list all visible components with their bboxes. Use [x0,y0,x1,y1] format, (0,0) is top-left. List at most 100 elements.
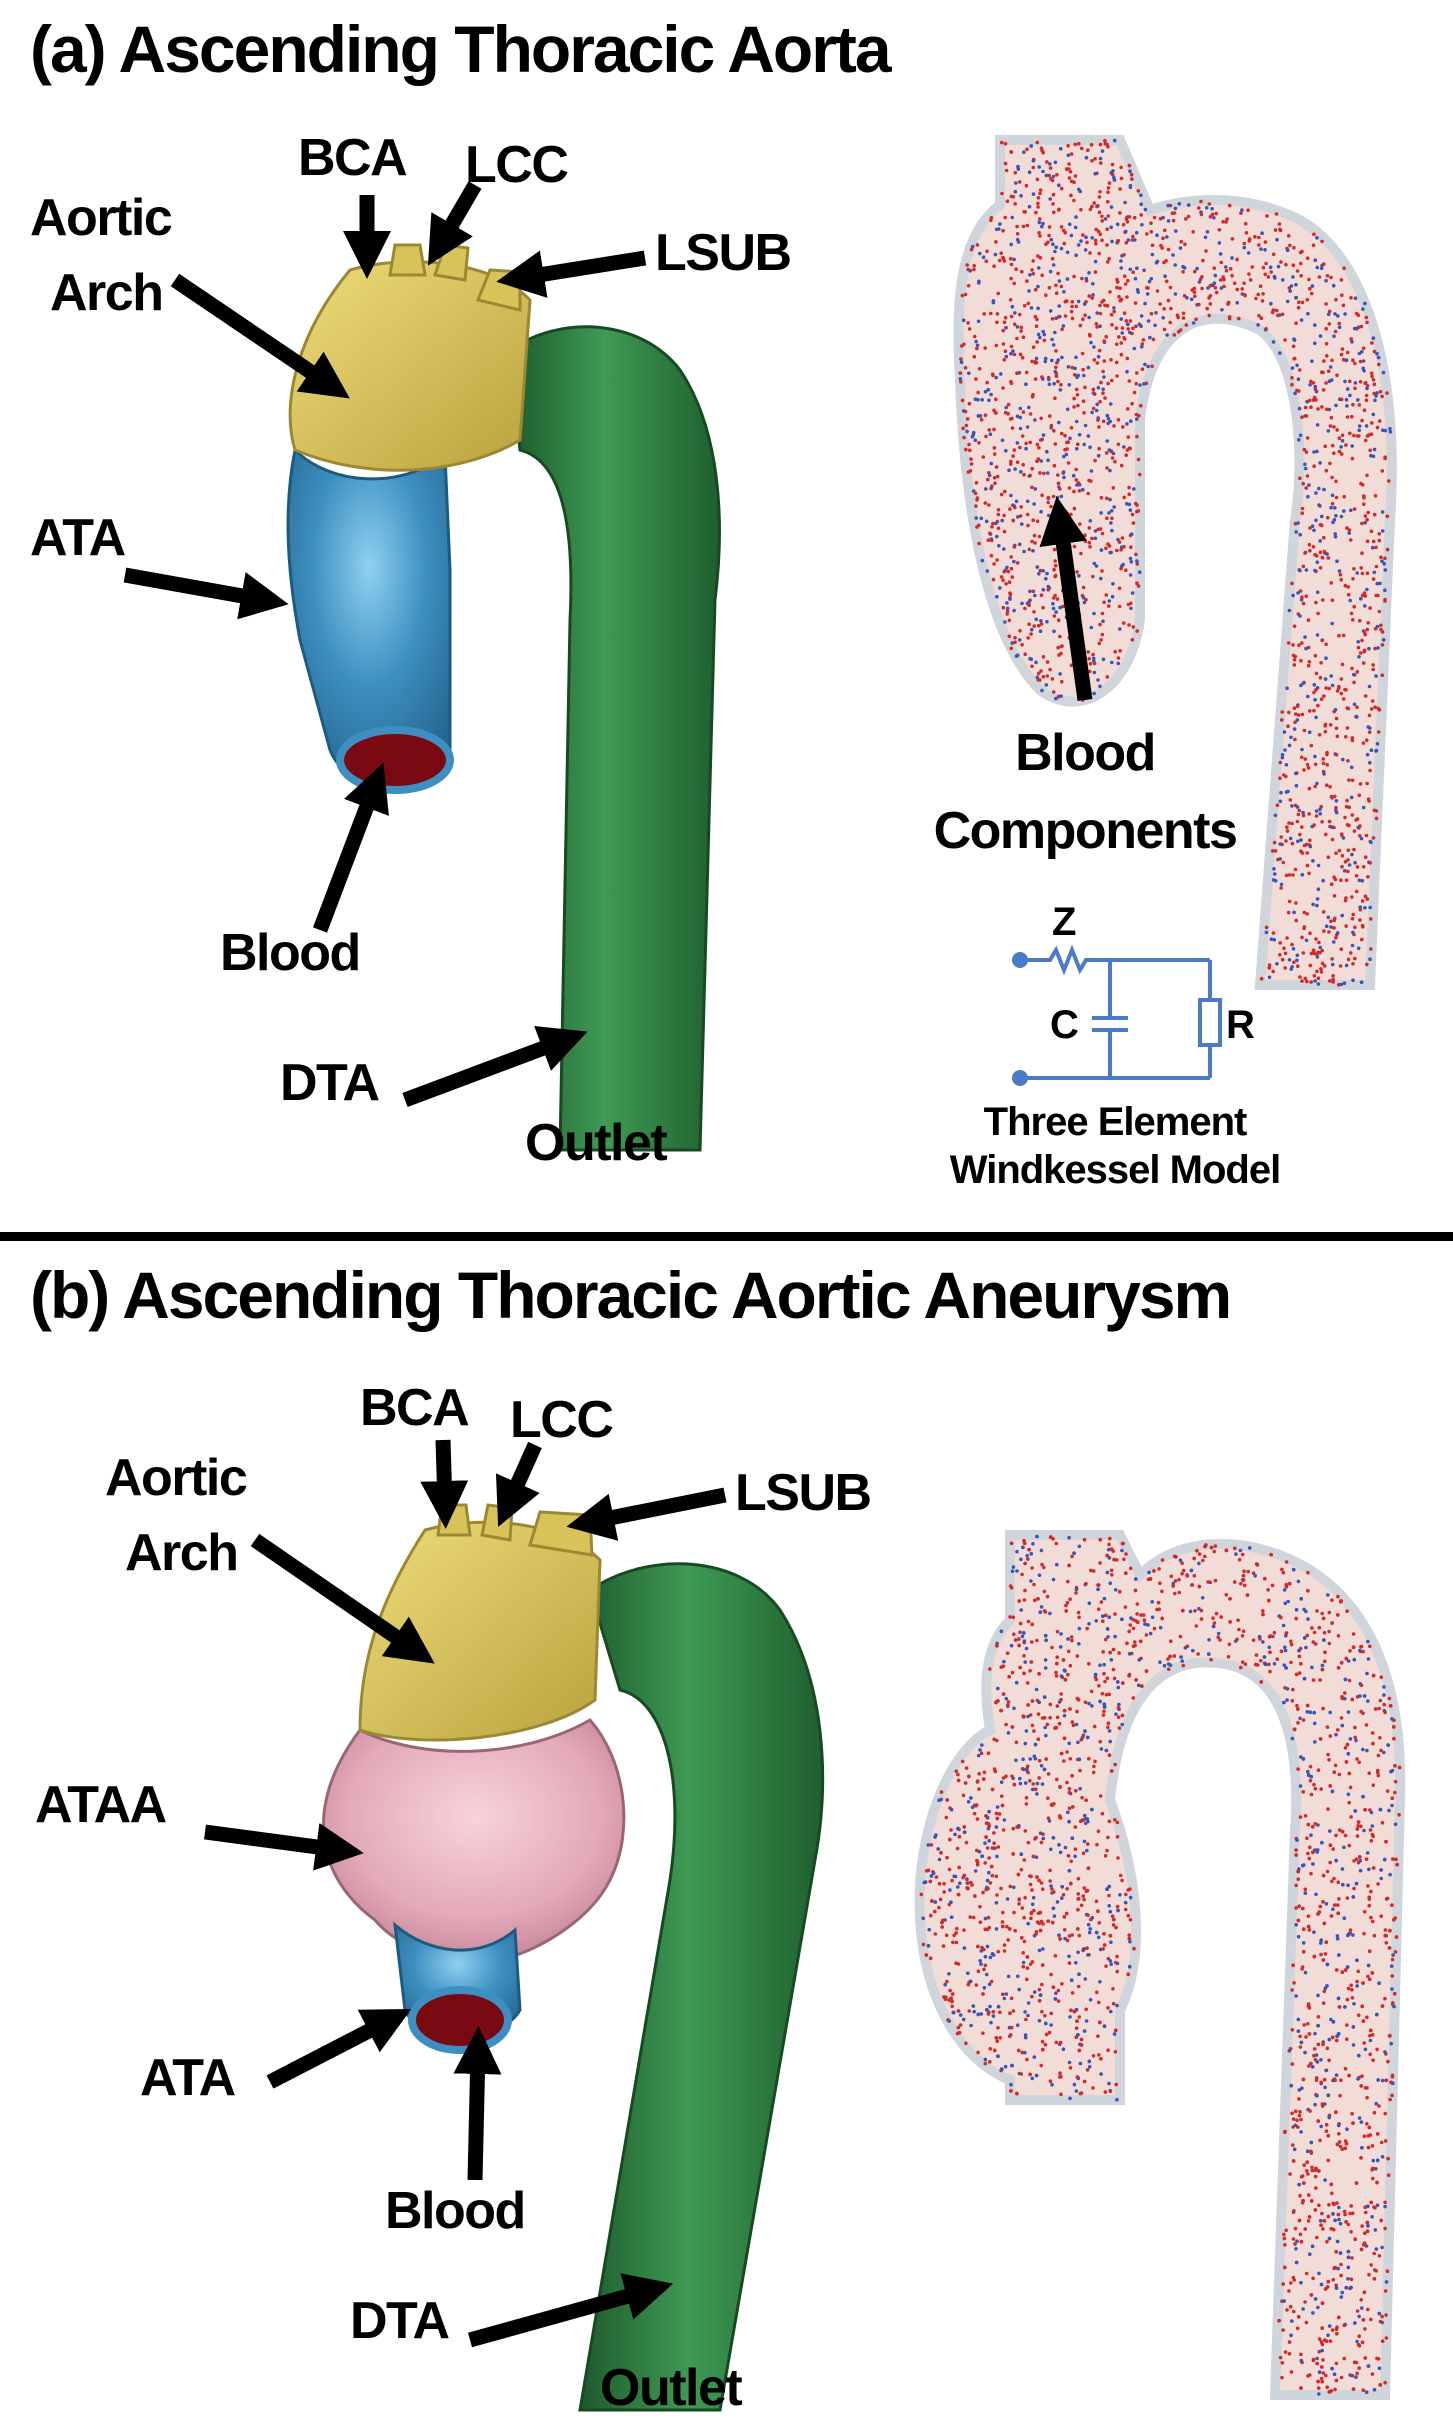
blood-particle [1020,601,1024,606]
blood-particle [1368,760,1372,765]
blood-particle [999,1708,1003,1713]
blood-particle [1117,1726,1122,1730]
blood-particle [961,2017,966,2022]
blood-particle [966,1971,970,1975]
blood-particle [1268,265,1273,270]
blood-particle [1090,1807,1094,1812]
blood-particle [1307,730,1312,734]
blood-particle [1383,2139,1388,2143]
blood-particle [1243,221,1248,226]
blood-particle [1026,2013,1030,2018]
blood-particle [1330,957,1334,961]
blood-particle [1133,1640,1137,1644]
blood-particle [964,447,968,452]
blood-particle [1337,2205,1341,2210]
blood-particle [1375,742,1380,746]
blood-particle [1079,207,1083,212]
blood-particle [1239,211,1243,215]
blood-particle [1085,1848,1089,1853]
blood-particle [1014,499,1019,504]
blood-particle [1150,252,1155,257]
blood-particle [1127,623,1131,627]
blood-particle [1313,979,1317,983]
blood-particle [1326,1752,1330,1757]
blood-particle [994,1700,998,1705]
blood-particle [1319,2124,1323,2129]
blood-particle [1220,308,1224,312]
blood-particle [1351,1632,1356,1636]
blood-particle [933,1932,938,1936]
blood-particle [1127,1673,1131,1678]
blood-particle [1041,569,1045,573]
blood-particle [1312,464,1316,469]
blood-particle [974,516,978,520]
blood-particle [1242,1569,1246,1574]
blood-particle [1386,2059,1390,2064]
blood-particle [1318,812,1322,816]
blood-particle [1284,1634,1288,1638]
blood-particle [1350,813,1355,817]
blood-particle [1050,516,1055,520]
blood-particle [1307,277,1311,282]
blood-particle [1021,224,1026,229]
blood-particle [926,1944,931,1948]
blood-particle [1066,1637,1070,1641]
blood-particle [1110,528,1114,533]
blood-particle [1385,2269,1390,2273]
blood-particle [1035,317,1039,322]
blood-particle [1353,860,1357,865]
blood-particle [1365,2015,1369,2020]
blood-particle [1007,468,1011,473]
blood-particle [980,398,984,402]
blood-particle [1191,321,1196,325]
blood-particle [1311,2311,1315,2315]
blood-particle [1278,941,1282,945]
blood-particle [1281,278,1285,282]
blood-particle [1173,206,1178,211]
blood-particle [1305,1836,1309,1840]
blood-particle [1341,697,1346,701]
blood-particle [1326,312,1331,317]
blood-particle [1308,1710,1313,1715]
blood-particle [1032,610,1036,614]
blood-particle [1046,584,1051,589]
panel-b-title: (b) Ascending Thoracic Aortic Aneurysm [30,1258,1230,1332]
blood-particle [1073,1854,1077,1859]
blood-particle [1079,2043,1084,2047]
blood-particle [1045,660,1050,664]
blood-particle [1159,243,1163,248]
blood-particle [1287,873,1292,877]
blood-particle [1313,2297,1318,2301]
blood-particle [1007,618,1012,623]
blood-particle [1290,2062,1295,2066]
blood-particle [1181,270,1185,274]
blood-particle [1349,337,1353,341]
blood-particle [1326,915,1331,920]
blood-particle [1282,2299,1286,2303]
blood-particle [1330,2191,1334,2196]
blood-particle [1032,624,1036,628]
blood-particle [1010,1670,1015,1675]
blood-particle [1131,521,1136,525]
blood-particle [1157,1567,1161,1571]
blood-particle [1208,284,1213,288]
blood-particle [1106,2048,1110,2052]
blood-particle [972,264,976,268]
blood-particle [1367,799,1371,803]
blood-particle [1303,462,1307,467]
blood-particle [995,2039,999,2043]
blood-particle [1322,262,1326,266]
blood-particle [1297,2113,1302,2118]
blood-particle [1371,2166,1375,2171]
blood-particle [1314,688,1318,692]
blood-particle [956,2025,961,2030]
blood-particle [1344,804,1349,809]
blood-particle [1279,1615,1283,1620]
blood-particle [1128,169,1132,173]
blood-particle [1301,1718,1306,1722]
blood-particle [1096,678,1100,682]
blood-particle [1025,499,1030,504]
blood-particle [1130,591,1135,595]
blood-particle [1280,2375,1284,2380]
blood-particle [990,1787,995,1792]
